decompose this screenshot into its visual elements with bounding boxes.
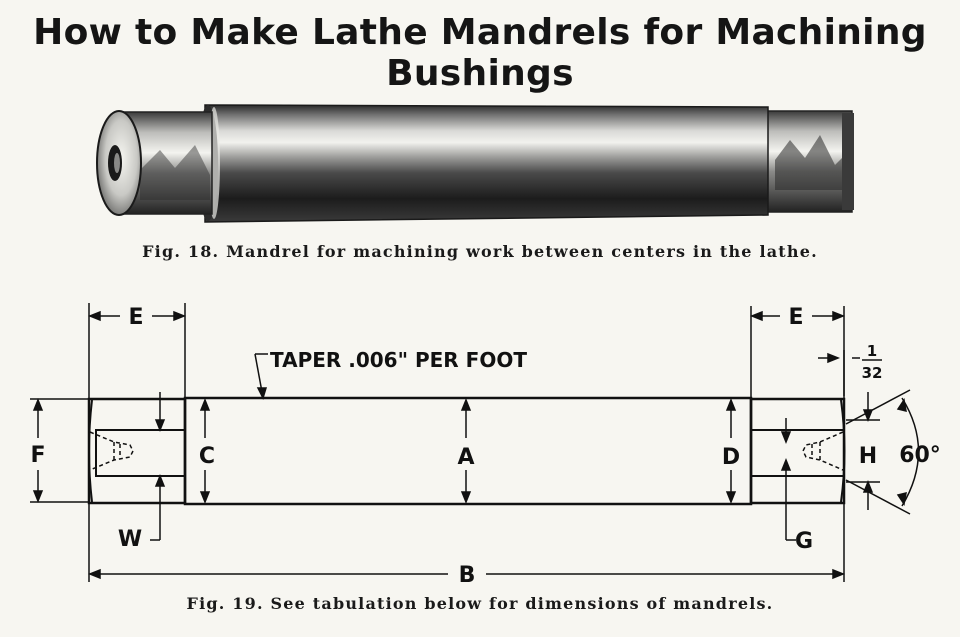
right-center-hole bbox=[802, 431, 844, 471]
label-g: G bbox=[795, 529, 813, 554]
label-e-left: E bbox=[128, 305, 143, 330]
taper-leader bbox=[254, 353, 268, 401]
mandrel-left-end bbox=[96, 110, 213, 216]
dimension-a bbox=[460, 397, 472, 505]
mandrel-right-end bbox=[759, 110, 854, 213]
label-d: D bbox=[722, 445, 740, 470]
fraction-numerator: 1 bbox=[867, 342, 877, 360]
label-h: H bbox=[859, 444, 877, 469]
label-w: W bbox=[118, 527, 142, 552]
left-shank-outline bbox=[87, 397, 187, 505]
label-a: A bbox=[457, 445, 474, 470]
taper-note: TAPER .006" PER FOOT bbox=[270, 348, 527, 372]
figure-19-caption: Fig. 19. See tabulation below for dimens… bbox=[186, 594, 774, 613]
dimension-d bbox=[725, 397, 737, 505]
figure-18-caption: Fig. 18. Mandrel for machining work betw… bbox=[142, 242, 818, 261]
left-center-hole bbox=[89, 431, 134, 471]
dimension-w bbox=[150, 392, 166, 541]
fraction-denominator: 32 bbox=[862, 364, 883, 382]
right-shank-outline bbox=[749, 397, 846, 505]
dimension-one-thirty-second bbox=[818, 350, 882, 396]
label-c: C bbox=[199, 444, 215, 469]
page-title: How to Make Lathe Mandrels for Machining… bbox=[33, 12, 927, 94]
dimension-angle bbox=[845, 389, 920, 515]
dimension-c bbox=[199, 397, 211, 505]
label-angle: 60° bbox=[899, 443, 941, 468]
label-e-right: E bbox=[788, 305, 803, 330]
dimension-g bbox=[780, 418, 796, 541]
label-f: F bbox=[30, 443, 45, 468]
label-b: B bbox=[459, 563, 476, 588]
dimension-f bbox=[30, 397, 89, 504]
dimension-h bbox=[846, 392, 880, 510]
dimension-e-left bbox=[87, 303, 187, 398]
dimension-b bbox=[87, 503, 846, 582]
